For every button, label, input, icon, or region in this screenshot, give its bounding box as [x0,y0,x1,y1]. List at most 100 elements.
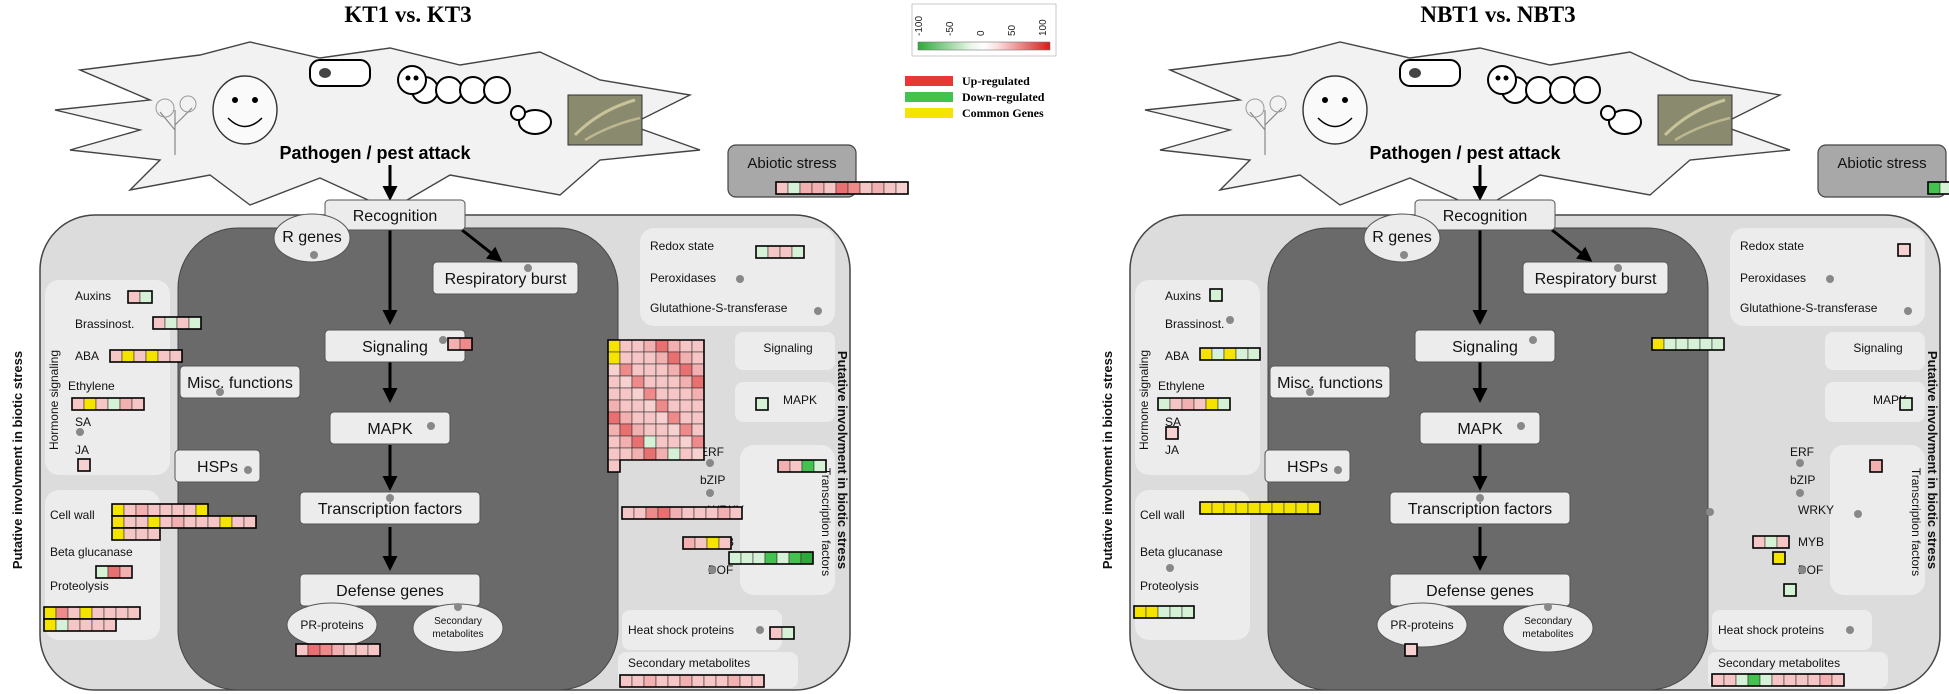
signaling-box [1414,329,1556,363]
heat-cell [619,411,633,425]
heat-cell [691,447,705,461]
ethylene-label: Ethylene [1158,379,1205,393]
heat-cell [1223,347,1237,361]
heat-cell [631,674,645,688]
heatmap-auxins [127,290,153,304]
heat-cell [679,674,693,688]
heat-cell [776,551,790,565]
heat-cell [643,339,657,353]
heat-cell [679,447,693,461]
heat-cell [1199,347,1213,361]
heat-cell [643,411,657,425]
secondary-label-1: Secondary [1524,616,1572,627]
legend-scale-bar [917,41,1051,51]
secondary-metabolites-ellipse [412,603,504,653]
flow-arrow [461,228,503,262]
respiratory-burst-box-label: Respiratory burst [1535,271,1657,288]
signaling-box-label: Signaling [362,339,428,356]
heat-cell [631,411,645,425]
heat-cell [631,387,645,401]
aba-label: ABA [1165,349,1189,363]
dot-marker [706,489,714,497]
ja-label: JA [1165,443,1179,457]
heat-cell [355,643,369,657]
legend-swatch [905,108,953,118]
dot-marker [1854,510,1862,518]
dot-marker [1226,316,1234,324]
heatmap-pr-proteins [295,643,381,657]
secondary-metabolites-ellipse [1502,603,1594,653]
heat-cell [667,387,681,401]
mapk-right-label: MAPK [783,393,817,407]
heat-cell [135,527,149,541]
heat-cell [1899,397,1913,411]
heat-cell [147,503,161,517]
pathogen-starburst [1144,41,1791,211]
heat-cell [1783,673,1797,687]
heatmap-erf [777,459,827,473]
heat-cell [631,423,645,437]
legend-scale-tick: 100 [1038,19,1049,36]
heat-cell [607,447,621,461]
heat-cell [607,423,621,437]
heatmap-pr-proteins [1404,643,1418,657]
heat-cell [755,397,769,411]
heat-cell [91,606,105,620]
mapk-right-panel [1825,382,1925,422]
heat-cell [752,551,766,565]
heat-cell [127,290,141,304]
heat-cell [115,606,129,620]
dot-marker [1846,626,1854,634]
heat-cell [1831,673,1845,687]
dot-marker [1544,603,1552,611]
proteolysis-label: Proteolysis [50,579,109,593]
heatmap-secmet [619,674,765,688]
heat-cell [667,411,681,425]
heat-cell [71,397,85,411]
heat-cell [83,397,97,411]
heat-cell [667,339,681,353]
heat-cell [823,181,837,195]
recognition-box-label: Recognition [1443,208,1528,225]
heat-cell [109,349,123,363]
heat-cell [633,506,647,520]
heat-cell [55,606,69,620]
heat-cell [655,351,669,365]
heatmap-proteolysis-r1 [43,606,141,620]
heat-cell [764,551,778,565]
heat-cell [739,674,753,688]
heat-cell [718,536,732,550]
hsps-box-label: HSPs [1287,459,1328,476]
heatmap-dof-1 [1772,551,1786,565]
heat-cell [619,435,633,449]
heatmap-signaling [447,337,473,351]
pr-proteins-label: PR-proteins [300,618,363,632]
heatmap-aba [1199,347,1261,361]
heat-cell [655,423,669,437]
dof-label: DOF [708,563,733,577]
heat-cell [631,447,645,461]
heat-cell [67,606,81,620]
heat-cell [619,399,633,413]
heat-cell [164,316,178,330]
misc-functions-box [179,365,301,399]
heat-cell [1181,397,1195,411]
heat-cell [119,565,133,579]
pest-illustrations [155,59,643,155]
heat-cell [103,606,117,620]
heatmap-proteolysis-r1 [1133,605,1195,619]
hsp-right-label: Heat shock proteins [1718,623,1824,637]
heat-cell [643,375,657,389]
heat-cell [1259,501,1273,515]
heat-cell [1169,397,1183,411]
dot-marker [76,428,84,436]
heat-cell [1247,347,1261,361]
signaling-box-label: Signaling [1452,339,1518,356]
heat-cell [152,316,166,330]
heat-cell [631,399,645,413]
gst-label: Glutathione-S-transferase [1740,301,1878,315]
heat-cell [679,339,693,353]
dot-marker [814,307,822,315]
cellwall-panel [1135,490,1250,640]
